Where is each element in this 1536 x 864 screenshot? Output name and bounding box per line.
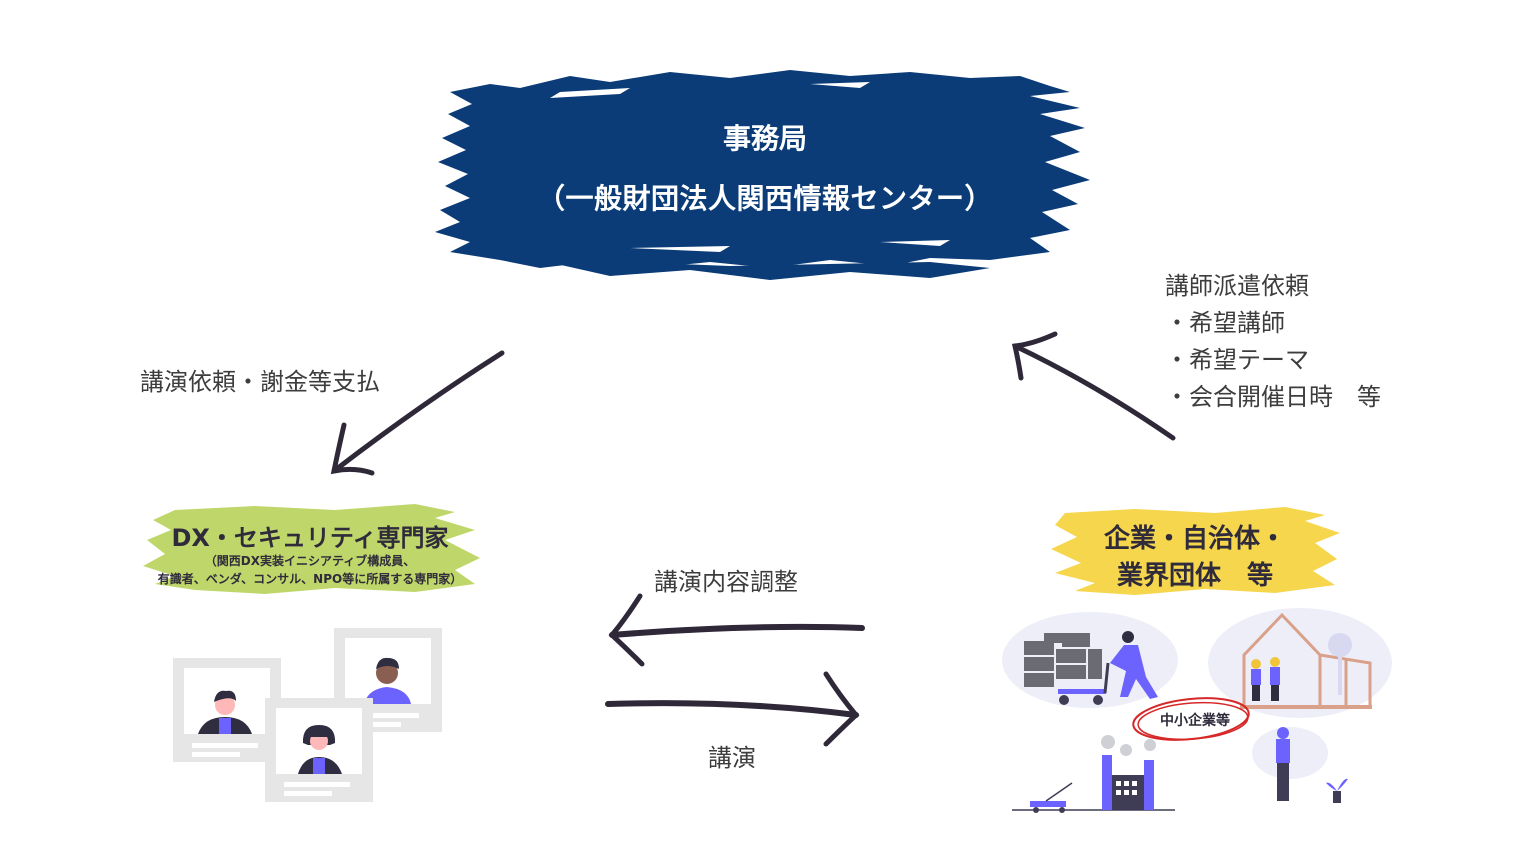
content-adjustment-label: 講演内容調整 — [654, 568, 798, 596]
dispatch-request-text: 講師派遣依頼 ・希望講師 ・希望テーマ ・会合開催日時 等 — [1165, 268, 1381, 416]
experts-subtitle-2: 有識者、ベンダ、コンサル、NPO等に所属する専門家） — [157, 572, 463, 586]
request-payment-label: 講演依頼・謝金等支払 — [140, 368, 380, 396]
arrow-to-experts — [320, 345, 510, 480]
experts-illustration — [170, 625, 450, 805]
secretariat-banner — [430, 62, 1100, 290]
lecture-label: 講演 — [708, 744, 756, 772]
clients-title-1: 企業・自治体・ — [1103, 524, 1286, 554]
experts-brush — [135, 500, 485, 600]
secretariat-org: （一般財団法人関西情報センター） — [536, 182, 993, 215]
experts-subtitle-1: （関西DX実装イニシアティブ構成員、 — [204, 554, 416, 568]
arrow-to-experts-adjust — [600, 590, 870, 670]
clients-illustration — [1000, 605, 1400, 820]
dispatch-request-title: 講師派遣依頼 — [1165, 272, 1309, 300]
dispatch-request-item: ・希望講師 — [1165, 309, 1285, 337]
clients-title-2: 業界団体 等 — [1116, 561, 1273, 591]
dispatch-request-item: ・希望テーマ — [1165, 346, 1309, 374]
arrow-to-clients-lecture — [600, 668, 870, 748]
dispatch-request-item: ・会合開催日時 等 — [1165, 383, 1381, 411]
arrow-to-secretariat — [1005, 330, 1180, 445]
clients-brush — [1045, 505, 1345, 600]
experts-title: DX・セキュリティ専門家 — [171, 524, 449, 552]
secretariat-title: 事務局 — [722, 122, 807, 155]
sme-highlight-label: 中小企業等 — [1160, 713, 1230, 729]
